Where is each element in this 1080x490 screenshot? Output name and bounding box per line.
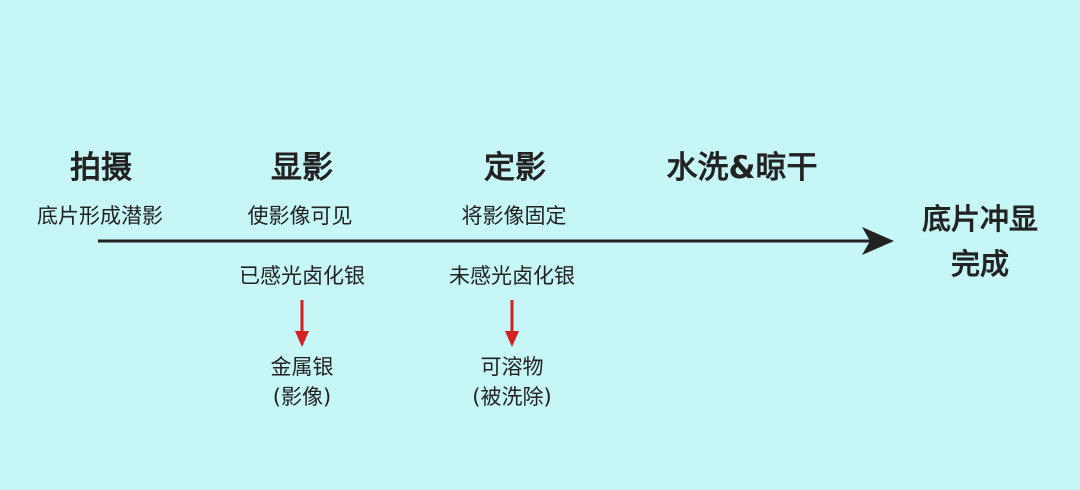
stage-subtitle-shoot: 底片形成潜影 xyxy=(37,204,163,228)
branch-arrow-fix-head xyxy=(505,331,519,347)
branch-result-soluble: 可溶物 xyxy=(480,355,544,379)
stage-subtitle-fix: 将影像固定 xyxy=(461,204,567,228)
branch-result-metal-silver: 金属银 xyxy=(270,355,334,379)
stage-title-shoot: 拍摄 xyxy=(70,150,132,186)
timeline-arrowhead xyxy=(862,227,894,255)
branch-result-image-note: (影像) xyxy=(272,385,332,409)
branch-result-washed-note: (被洗除) xyxy=(472,385,552,409)
stage-title-wash-dry: 水洗&晾干 xyxy=(666,150,818,186)
end-label-line1: 底片冲显 xyxy=(921,202,1039,236)
end-label-line2: 完成 xyxy=(950,247,1010,281)
branch-arrow-develop-head xyxy=(295,331,309,347)
branch-label-unexposed: 未感光卤化银 xyxy=(449,264,575,288)
stage-title-develop: 显影 xyxy=(271,150,333,186)
stage-title-fix: 定影 xyxy=(484,150,546,186)
stage-subtitle-develop: 使影像可见 xyxy=(247,204,353,228)
branch-label-exposed: 已感光卤化银 xyxy=(239,264,365,288)
